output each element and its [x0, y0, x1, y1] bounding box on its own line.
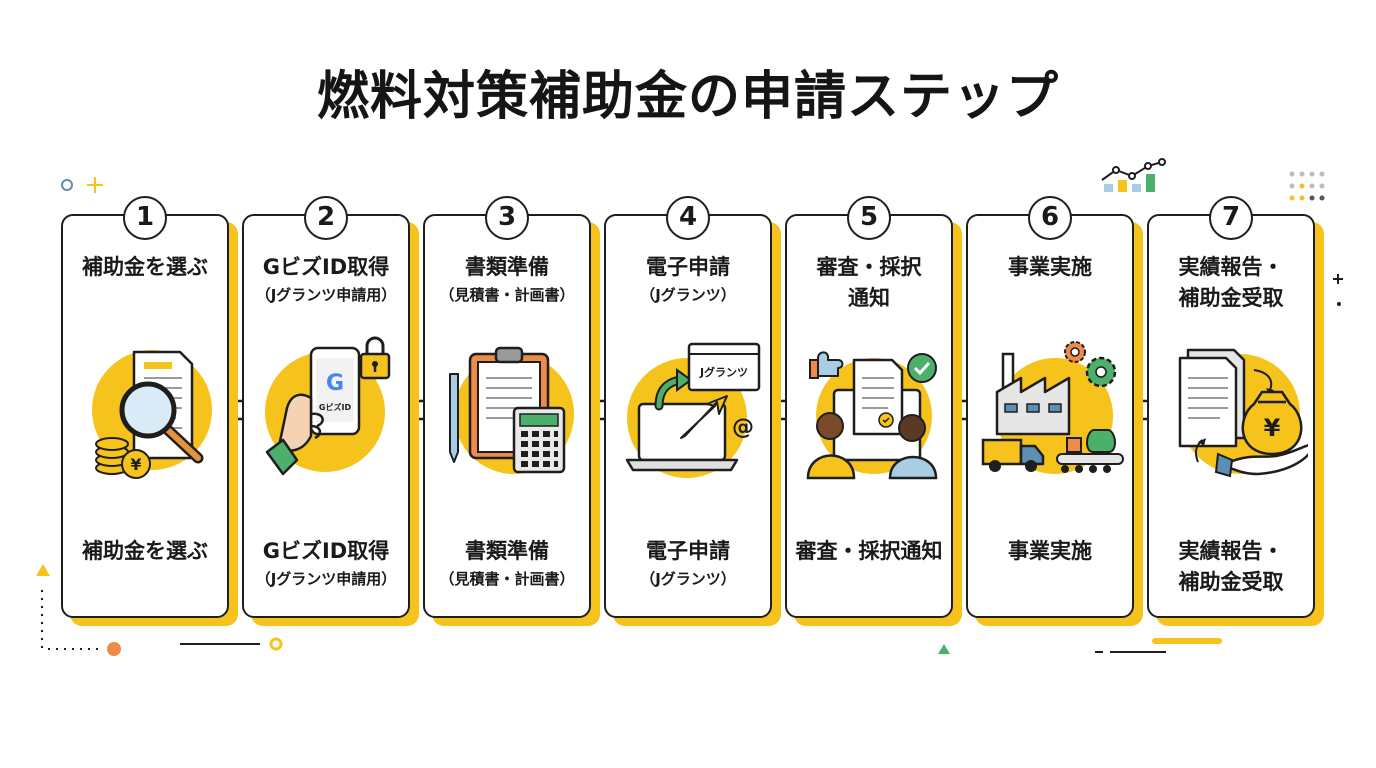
- at-symbol: @: [732, 415, 754, 440]
- report-money-bag-yen-icon: ¥: [1178, 348, 1308, 478]
- step-subtitle: （Jグランツ）: [640, 286, 736, 304]
- step-label-top: GビズID取得 （Jグランツ申請用）: [244, 252, 408, 307]
- laptop-online-application-icon: Jグランツ @: [625, 342, 761, 478]
- step-number: 1: [123, 196, 167, 240]
- step-caption: GビズID取得: [262, 539, 390, 563]
- step-caption: 電子申請: [646, 539, 730, 563]
- magnifier-document-coins-icon: ¥: [92, 350, 212, 479]
- step-label-bottom: 審査・採択通知: [787, 536, 951, 567]
- step-title-line-2: 補助金受取: [1178, 286, 1284, 310]
- step-label-bottom: 補助金を選ぶ: [63, 536, 227, 567]
- step-card-7: 7 実績報告・ 補助金受取 ¥ 実績報告・ 補助金受取: [1147, 196, 1315, 618]
- step-label-bottom: 電子申請 （Jグランツ）: [606, 536, 770, 591]
- yen-symbol: ¥: [130, 455, 141, 474]
- review-approval-people-icon: [806, 351, 938, 480]
- step-title: 電子申請: [646, 255, 730, 279]
- step-caption-line-1: 実績報告・: [1178, 539, 1284, 563]
- decor-left-dots: [36, 564, 121, 656]
- step-number: 5: [847, 196, 891, 240]
- page-title: 燃料対策補助金の申請ステップ: [316, 67, 1059, 127]
- step-caption-sub: （見積書・計画書）: [439, 570, 575, 588]
- step-label-top: 補助金を選ぶ: [63, 252, 227, 283]
- step-number: 2: [304, 196, 348, 240]
- step-card-6: 6 事業実施 事業実施: [966, 196, 1134, 618]
- step-card-5: 5 審査・採択 通知 審査・採択通知: [785, 196, 953, 618]
- step-subtitle: （見積書・計画書）: [439, 286, 575, 304]
- phone-text: GビズID: [319, 402, 352, 412]
- decor-bottom-line: [180, 637, 283, 651]
- smartphone-gbizid-lock-icon: G GビズID: [265, 336, 391, 476]
- step-label-top: 審査・採択 通知: [787, 252, 951, 314]
- decor-top-right-dots: [1289, 171, 1325, 201]
- step-caption: 事業実施: [1008, 539, 1092, 563]
- decor-right-plus: [1333, 274, 1343, 306]
- step-number: 7: [1209, 196, 1253, 240]
- step-caption: 審査・採択通知: [795, 539, 943, 563]
- step-caption: 補助金を選ぶ: [82, 539, 208, 563]
- step-label-bottom: 書類準備 （見積書・計画書）: [425, 536, 589, 591]
- step-card-2: 2 GビズID取得 （Jグランツ申請用） G GビズID GビズID取得 （Jグ…: [242, 196, 410, 618]
- step-label-bottom: 事業実施: [968, 536, 1132, 567]
- step-label-bottom: GビズID取得 （Jグランツ申請用）: [244, 536, 408, 591]
- step-title-line-1: 実績報告・: [1178, 255, 1284, 279]
- step-title-line-1: 審査・採択: [816, 255, 922, 279]
- step-card-3: 3 書類準備 （見積書・計画書） 書類準備 （見積書・計画書）: [423, 196, 591, 618]
- step-label-top: 書類準備 （見積書・計画書）: [425, 252, 589, 307]
- step-title: 事業実施: [1008, 255, 1092, 279]
- step-caption: 書類準備: [465, 539, 549, 563]
- step-number: 3: [485, 196, 529, 240]
- step-label-top: 事業実施: [968, 252, 1132, 283]
- step-number: 6: [1028, 196, 1072, 240]
- step-title-line-2: 通知: [848, 286, 890, 310]
- step-caption-sub: （Jグランツ）: [640, 570, 736, 588]
- google-g-icon: G: [326, 371, 344, 396]
- step-caption-sub: （Jグランツ申請用）: [255, 570, 397, 588]
- yen-symbol: ¥: [1264, 414, 1281, 442]
- step-title: GビズID取得: [262, 255, 390, 279]
- step-number: 4: [666, 196, 710, 240]
- decor-top-right-chart: [1101, 158, 1166, 192]
- clipboard-calculator-icon: [449, 346, 574, 474]
- step-label-bottom: 実績報告・ 補助金受取: [1149, 536, 1313, 598]
- step-label-top: 実績報告・ 補助金受取: [1149, 252, 1313, 314]
- factory-gears-truck-icon: [981, 341, 1124, 474]
- window-text: Jグランツ: [699, 365, 748, 379]
- step-card-4: 4 電子申請 （Jグランツ） Jグランツ @ 電子申請 （Jグランツ）: [604, 196, 772, 618]
- decor-top-left: [61, 177, 103, 193]
- step-title: 書類準備: [465, 255, 549, 279]
- step-label-top: 電子申請 （Jグランツ）: [606, 252, 770, 307]
- step-caption-line-2: 補助金受取: [1178, 570, 1284, 594]
- step-title: 補助金を選ぶ: [82, 255, 208, 279]
- step-subtitle: （Jグランツ申請用）: [255, 286, 397, 304]
- step-card-1: 1 補助金を選ぶ ¥ 補助金を選ぶ: [61, 196, 229, 618]
- decor-bottom-right: [938, 638, 1222, 654]
